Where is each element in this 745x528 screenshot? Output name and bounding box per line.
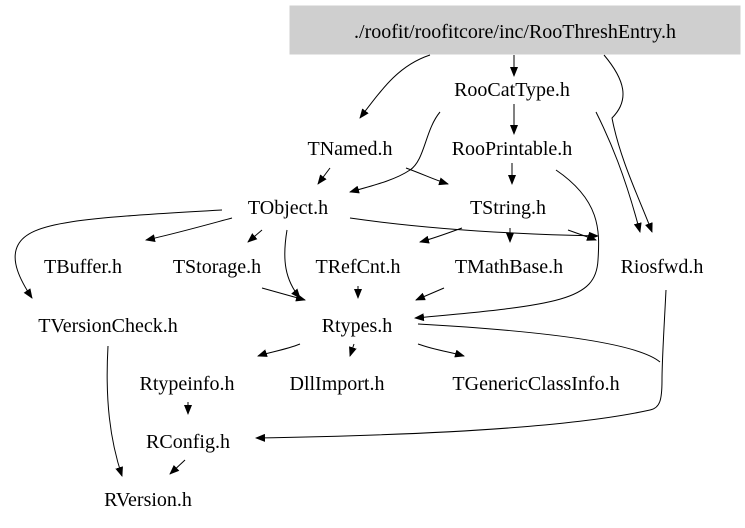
root-node-label: ./roofit/roofitcore/inc/RooThreshEntry.h	[354, 21, 676, 43]
edge-tnamed-tobject	[317, 167, 331, 185]
node-tnamed[interactable]: TNamed.h	[308, 138, 393, 160]
node-rtypes[interactable]: Rtypes.h	[322, 315, 393, 337]
edge-tnamed-tstring	[405, 167, 449, 186]
node-tbuffer[interactable]: TBuffer.h	[44, 256, 122, 278]
edge-tobject-riosfwd	[349, 217, 599, 240]
root-node[interactable]: ./roofit/roofitcore/inc/RooThreshEntry.h	[289, 5, 741, 55]
node-tobject[interactable]: TObject.h	[248, 197, 328, 219]
edge-rtypes-rtypeinfo	[257, 343, 301, 357]
node-trefcnt[interactable]: TRefCnt.h	[316, 256, 401, 278]
edge-tstring-trefcnt	[419, 227, 463, 244]
edge-tversioncheck-rversion	[106, 345, 123, 477]
edge-tstorage-rtypes	[261, 287, 306, 302]
edge-root-tnamed	[359, 54, 431, 119]
node-tmathbase[interactable]: TMathBase.h	[455, 256, 563, 278]
edges	[14, 54, 667, 477]
node-tstorage[interactable]: TStorage.h	[173, 256, 261, 278]
edge-rtypes-dllimport	[349, 343, 357, 357]
edge-riosfwd-rconfig	[255, 289, 667, 442]
edge-rooprintable-rtypes	[414, 169, 600, 322]
node-tversioncheck[interactable]: TVersionCheck.h	[38, 315, 177, 337]
edge-tobject-tbuffer	[145, 217, 233, 243]
edge-tobject-tversioncheck	[14, 209, 223, 299]
edge-root-riosfwd	[603, 54, 653, 233]
node-dllimport[interactable]: DllImport.h	[290, 373, 385, 395]
edge-tobject-tstorage	[247, 229, 263, 243]
node-riosfwd[interactable]: Riosfwd.h	[621, 256, 704, 278]
node-rversion[interactable]: RVersion.h	[104, 489, 192, 511]
node-rooprintable[interactable]: RooPrintable.h	[452, 138, 573, 160]
root-node-box	[289, 5, 741, 55]
edge-rtypes-rconfig	[417, 323, 661, 363]
node-tstring[interactable]: TString.h	[470, 197, 546, 219]
nodes: RooCatType.h TNamed.h RooPrintable.h TOb…	[38, 79, 703, 511]
edge-tmathbase-rtypes	[415, 287, 445, 301]
node-rtypeinfo[interactable]: Rtypeinfo.h	[140, 373, 235, 395]
node-roocattype[interactable]: RooCatType.h	[454, 79, 570, 101]
node-rconfig[interactable]: RConfig.h	[146, 431, 230, 453]
edge-rtypes-tgenericclassinfo	[417, 343, 465, 358]
edge-rconfig-rversion	[169, 459, 186, 475]
node-tgenericclassinfo[interactable]: TGenericClassInfo.h	[452, 373, 619, 395]
edge-roocattype-riosfwd	[595, 111, 642, 233]
edge-tobject-rtypes	[284, 229, 301, 299]
edge-tstring-riosfwd	[567, 229, 597, 241]
